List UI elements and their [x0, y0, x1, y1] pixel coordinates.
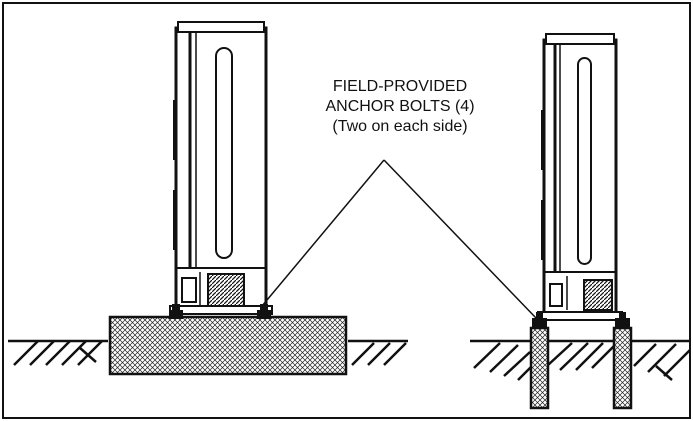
callout-line-1: FIELD-PROVIDED	[332, 78, 468, 95]
callout-line-2: ANCHOR BOLTS (4)	[325, 98, 475, 115]
right-outdoor-unit	[537, 33, 623, 321]
right-ground	[470, 339, 691, 381]
left-ground	[8, 339, 408, 366]
callout-line-3: (Two on each side)	[332, 118, 468, 135]
pier-right	[612, 326, 633, 410]
anchor-bolt-callout: FIELD-PROVIDED ANCHOR BOLTS (4) (Two on …	[285, 77, 515, 137]
right-anchor-bolts	[532, 312, 630, 328]
pier-left	[529, 326, 550, 410]
left-outdoor-unit	[169, 21, 273, 315]
concrete-pad	[108, 315, 348, 376]
callout-leader-lines	[261, 159, 537, 319]
left-anchor-bolts	[169, 304, 271, 319]
